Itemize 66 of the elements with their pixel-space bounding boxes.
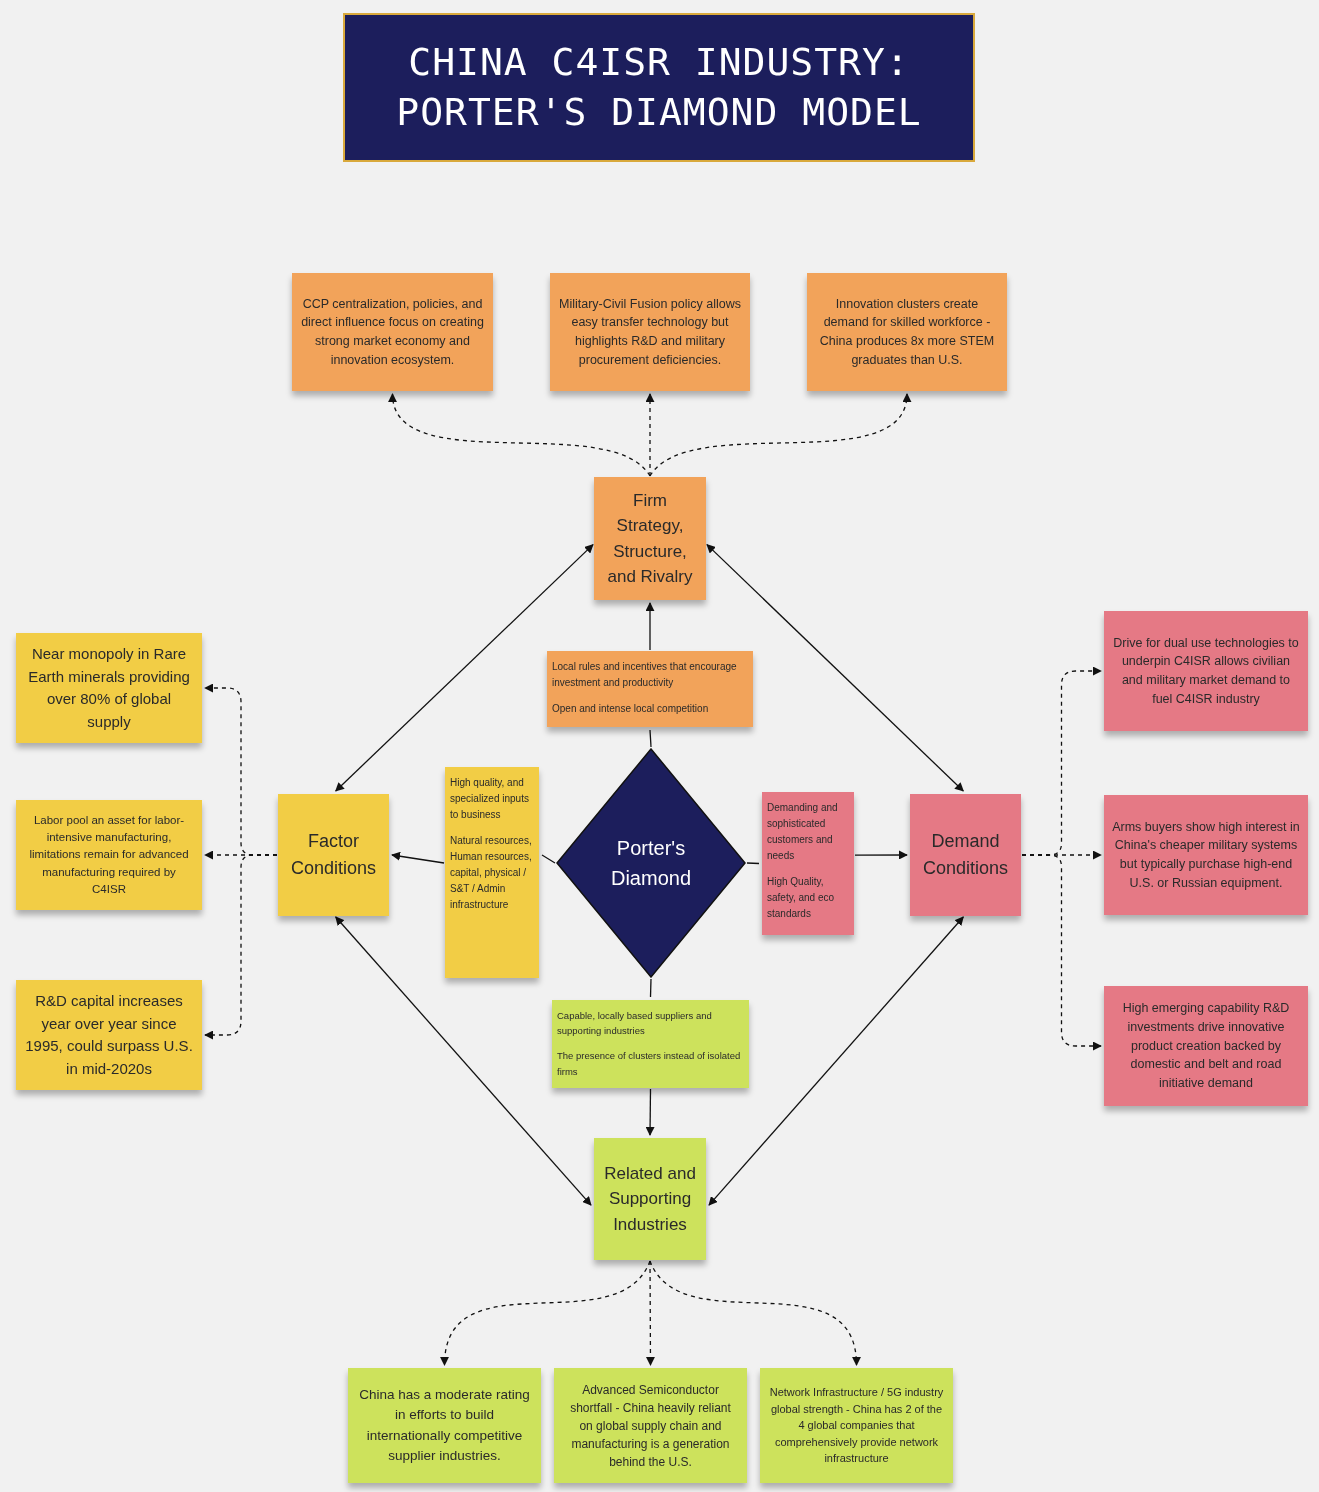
sticky-note [16,800,202,910]
note-text: Capable, locally based suppliers and supporting industries [557,1009,713,1039]
dashed-arrow [1021,854,1102,1051]
diamond-label: Porter's Diamond [609,836,692,891]
sticky-note [554,1368,747,1483]
attribute-note [552,1000,749,1088]
factor-title: Factor Conditions [289,830,378,880]
factor-title: Demand Conditions [921,830,1010,880]
note-text: Innovation clusters create demand for skilled workforce - China produces 8x more STEM graduates than U.S. [818,295,996,369]
sticky-note [1104,795,1308,915]
dashed-arrow [389,393,651,477]
title: CHINA C4ISR INDUSTRY: PORTER'S DIAMOND MODEL [395,39,923,136]
connector-line [746,862,760,865]
factor-box [278,794,389,916]
arrow [335,544,594,792]
note-text: High quality, and specialized inputs to business [450,776,530,822]
sticky-note [1104,611,1308,731]
note-text: Military-Civil Fusion policy allows easy transfer technology but highlights R&D and military procurement deficiencies. [558,295,742,369]
dashed-arrow [645,1260,655,1366]
note-text: CCP centralization, policies, and direct influence focus on creating strong market economy and innovation ecosystem. [300,295,485,369]
sticky-note [1104,986,1308,1106]
note-text: Advanced Semiconductor shortfall - China heavily reliant on global supply chain and manufacturing is a generation behind the U.S. [569,1381,732,1471]
dashed-arrow [441,1260,651,1366]
note-text: Demanding and sophisticated customers and needs [767,801,839,863]
factor-box [594,1138,706,1260]
arrow [645,602,655,651]
attribute-note [762,792,854,935]
note-text: Network Infrastructure / 5G industry global strength - China has 2 of the 4 global companies that comprehensively provide network infrastructure [768,1385,945,1467]
note-text: Open and intense local competition [552,702,709,716]
sticky-note [16,633,202,743]
note-text: High Quality, safety, and eco standards [767,875,836,921]
note-text: Near monopoly in Rare Earth minerals providing over 80% of global supply [27,644,191,732]
arrow [645,1088,655,1136]
note-text: R&D capital increases year over year since 1995, could surpass U.S. in mid-2020s [24,991,194,1079]
note-text: Labor pool an asset for labor-intensive manufacturing, limitations remain for advanced manufacturing required by C4ISR [28,812,190,897]
note-text: High emerging capability R&D investments drive innovative product creation backed by domestic and belt and road initiative demand [1121,1000,1291,1093]
factor-box [594,477,706,600]
dashed-arrow [645,393,655,477]
note-text: Arms buyers show high interest in China's cheaper military systems but typically purchase high-end U.S. or Russian equipment. [1112,818,1300,892]
attribute-note [547,651,753,727]
dashed-arrow [204,854,278,1040]
connector-line [649,729,652,748]
note-text: The presence of clusters instead of isolated firms [557,1049,742,1079]
connector-line [541,854,556,864]
sticky-note [348,1368,541,1483]
arrow [854,850,908,860]
dashed-arrow [649,1260,860,1366]
sticky-note [760,1368,953,1483]
note-text: Local rules and incentives that encourage investment and productivity [552,660,738,690]
connector-line [649,978,652,998]
arrow [391,851,445,864]
sticky-note [550,273,750,391]
note-text: Drive for dual use technologies to underpin C4ISR allows civilian and military market demand to fuel C4ISR industry [1112,634,1300,708]
attribute-note [445,767,539,978]
sticky-note [16,980,202,1090]
note-text: China has a moderate rating in efforts to build internationally competitive supplier industries. [358,1386,531,1465]
arrow [706,544,964,792]
factor-title: Firm Strategy, Structure, and Rivalry [606,489,694,588]
dashed-arrow [649,393,910,477]
arrow [335,916,592,1206]
note-text: Natural resources, Human resources, capital, physical / S&T / Admin infrastructure [450,834,533,912]
arrow [708,916,964,1206]
factor-box [910,794,1021,916]
sticky-note [807,273,1007,391]
factor-title: Related and Supporting Industries [603,1162,697,1236]
sticky-note [292,273,493,391]
